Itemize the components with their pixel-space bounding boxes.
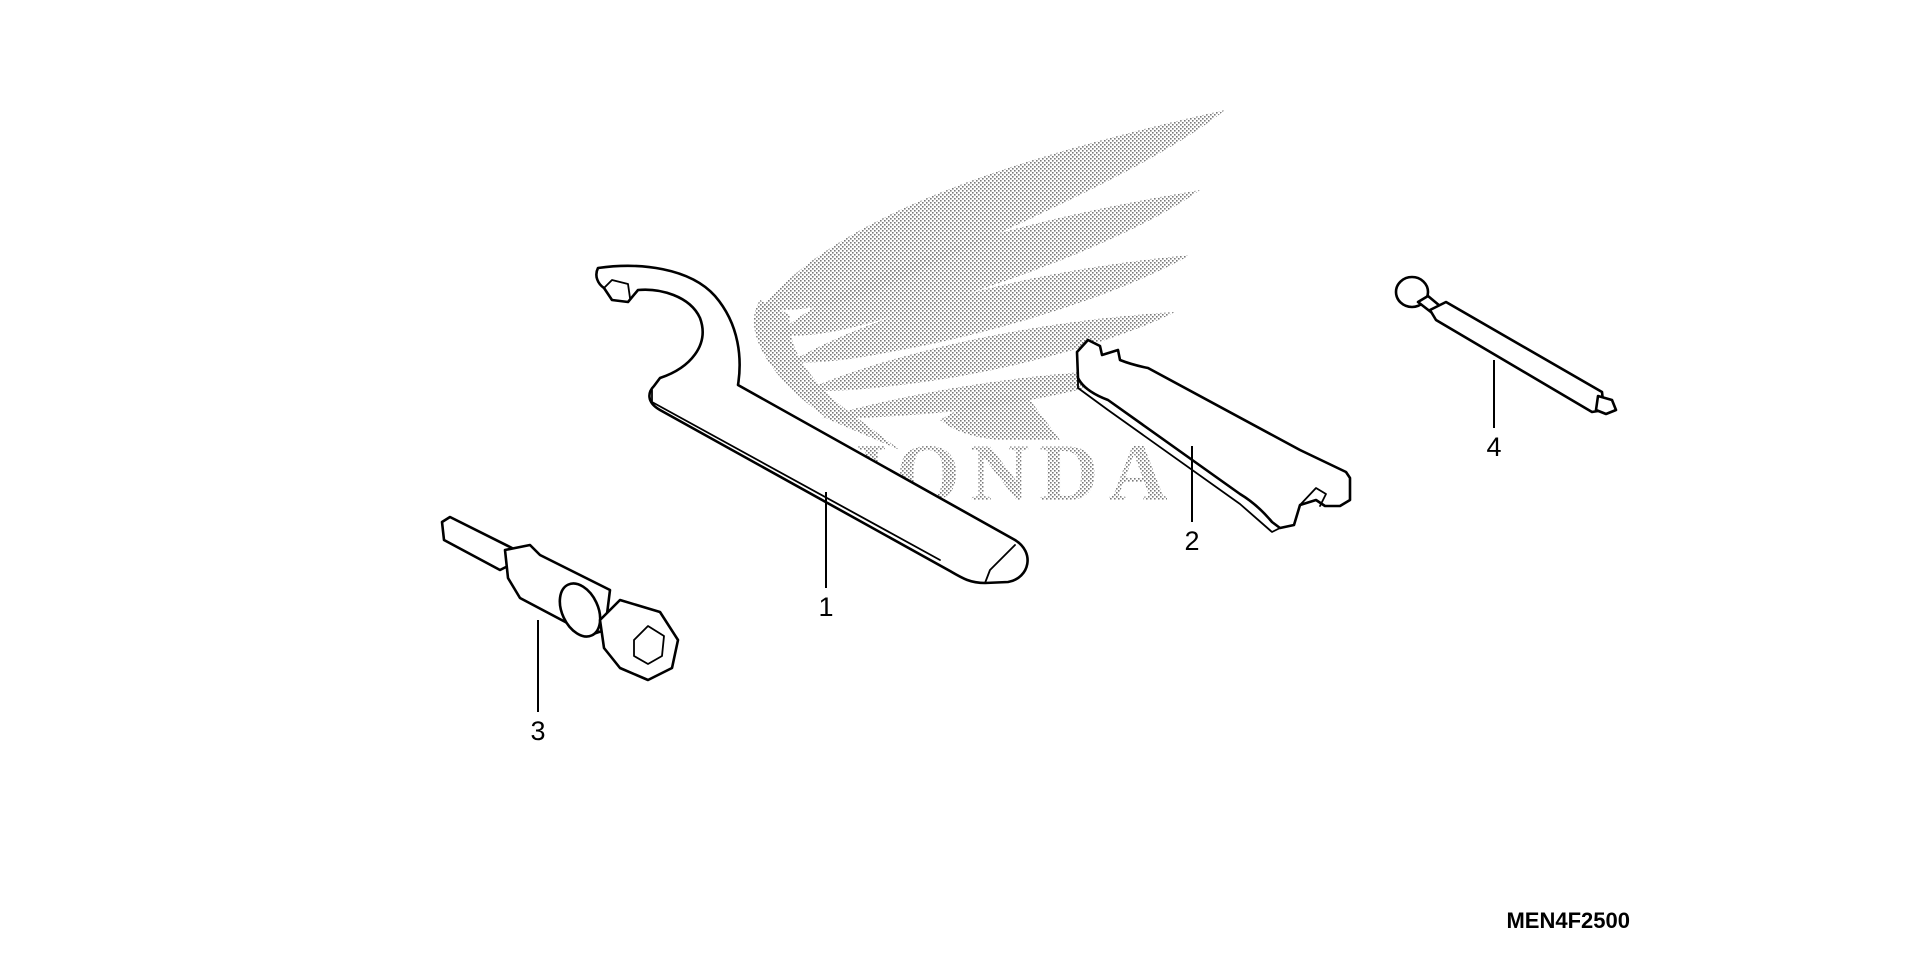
wing-feather-5 — [820, 368, 1150, 419]
wing-feather-3 — [790, 255, 1190, 363]
wing-feather-2 — [775, 190, 1200, 336]
open-end-wrench-edge — [1077, 377, 1281, 533]
callout-label-3: 3 — [530, 716, 545, 746]
wing-feather-1 — [760, 110, 1225, 311]
socket-head — [598, 598, 680, 682]
pin-spanner-handle — [1394, 275, 1618, 416]
diagram-code: MEN4F2500 — [1506, 908, 1630, 933]
hook-spanner-body — [595, 264, 1029, 585]
callout-label-4: 4 — [1486, 432, 1501, 462]
hook-spanner-notch — [603, 279, 631, 299]
spark-plug-socket — [440, 515, 680, 682]
socket-hex-drive — [440, 515, 514, 572]
handle-rod — [1428, 300, 1606, 414]
callout-label-1: 1 — [818, 592, 833, 622]
wing-feather-4 — [805, 312, 1175, 391]
callout-label-2: 2 — [1184, 526, 1199, 556]
open-end-wrench-body — [1075, 338, 1352, 530]
honda-wing-logo: HONDA — [753, 110, 1225, 518]
hook-spanner-thickness-edge — [651, 389, 1016, 584]
socket-collar — [558, 582, 602, 638]
handle-tip — [1594, 394, 1618, 416]
open-end-wrench — [1075, 338, 1352, 533]
hook-spanner-wrench — [595, 264, 1029, 585]
socket-hex-opening — [633, 625, 665, 665]
open-end-wrench-jaw — [1299, 487, 1327, 507]
wing-body — [753, 300, 900, 450]
wing-tail — [940, 395, 1060, 440]
